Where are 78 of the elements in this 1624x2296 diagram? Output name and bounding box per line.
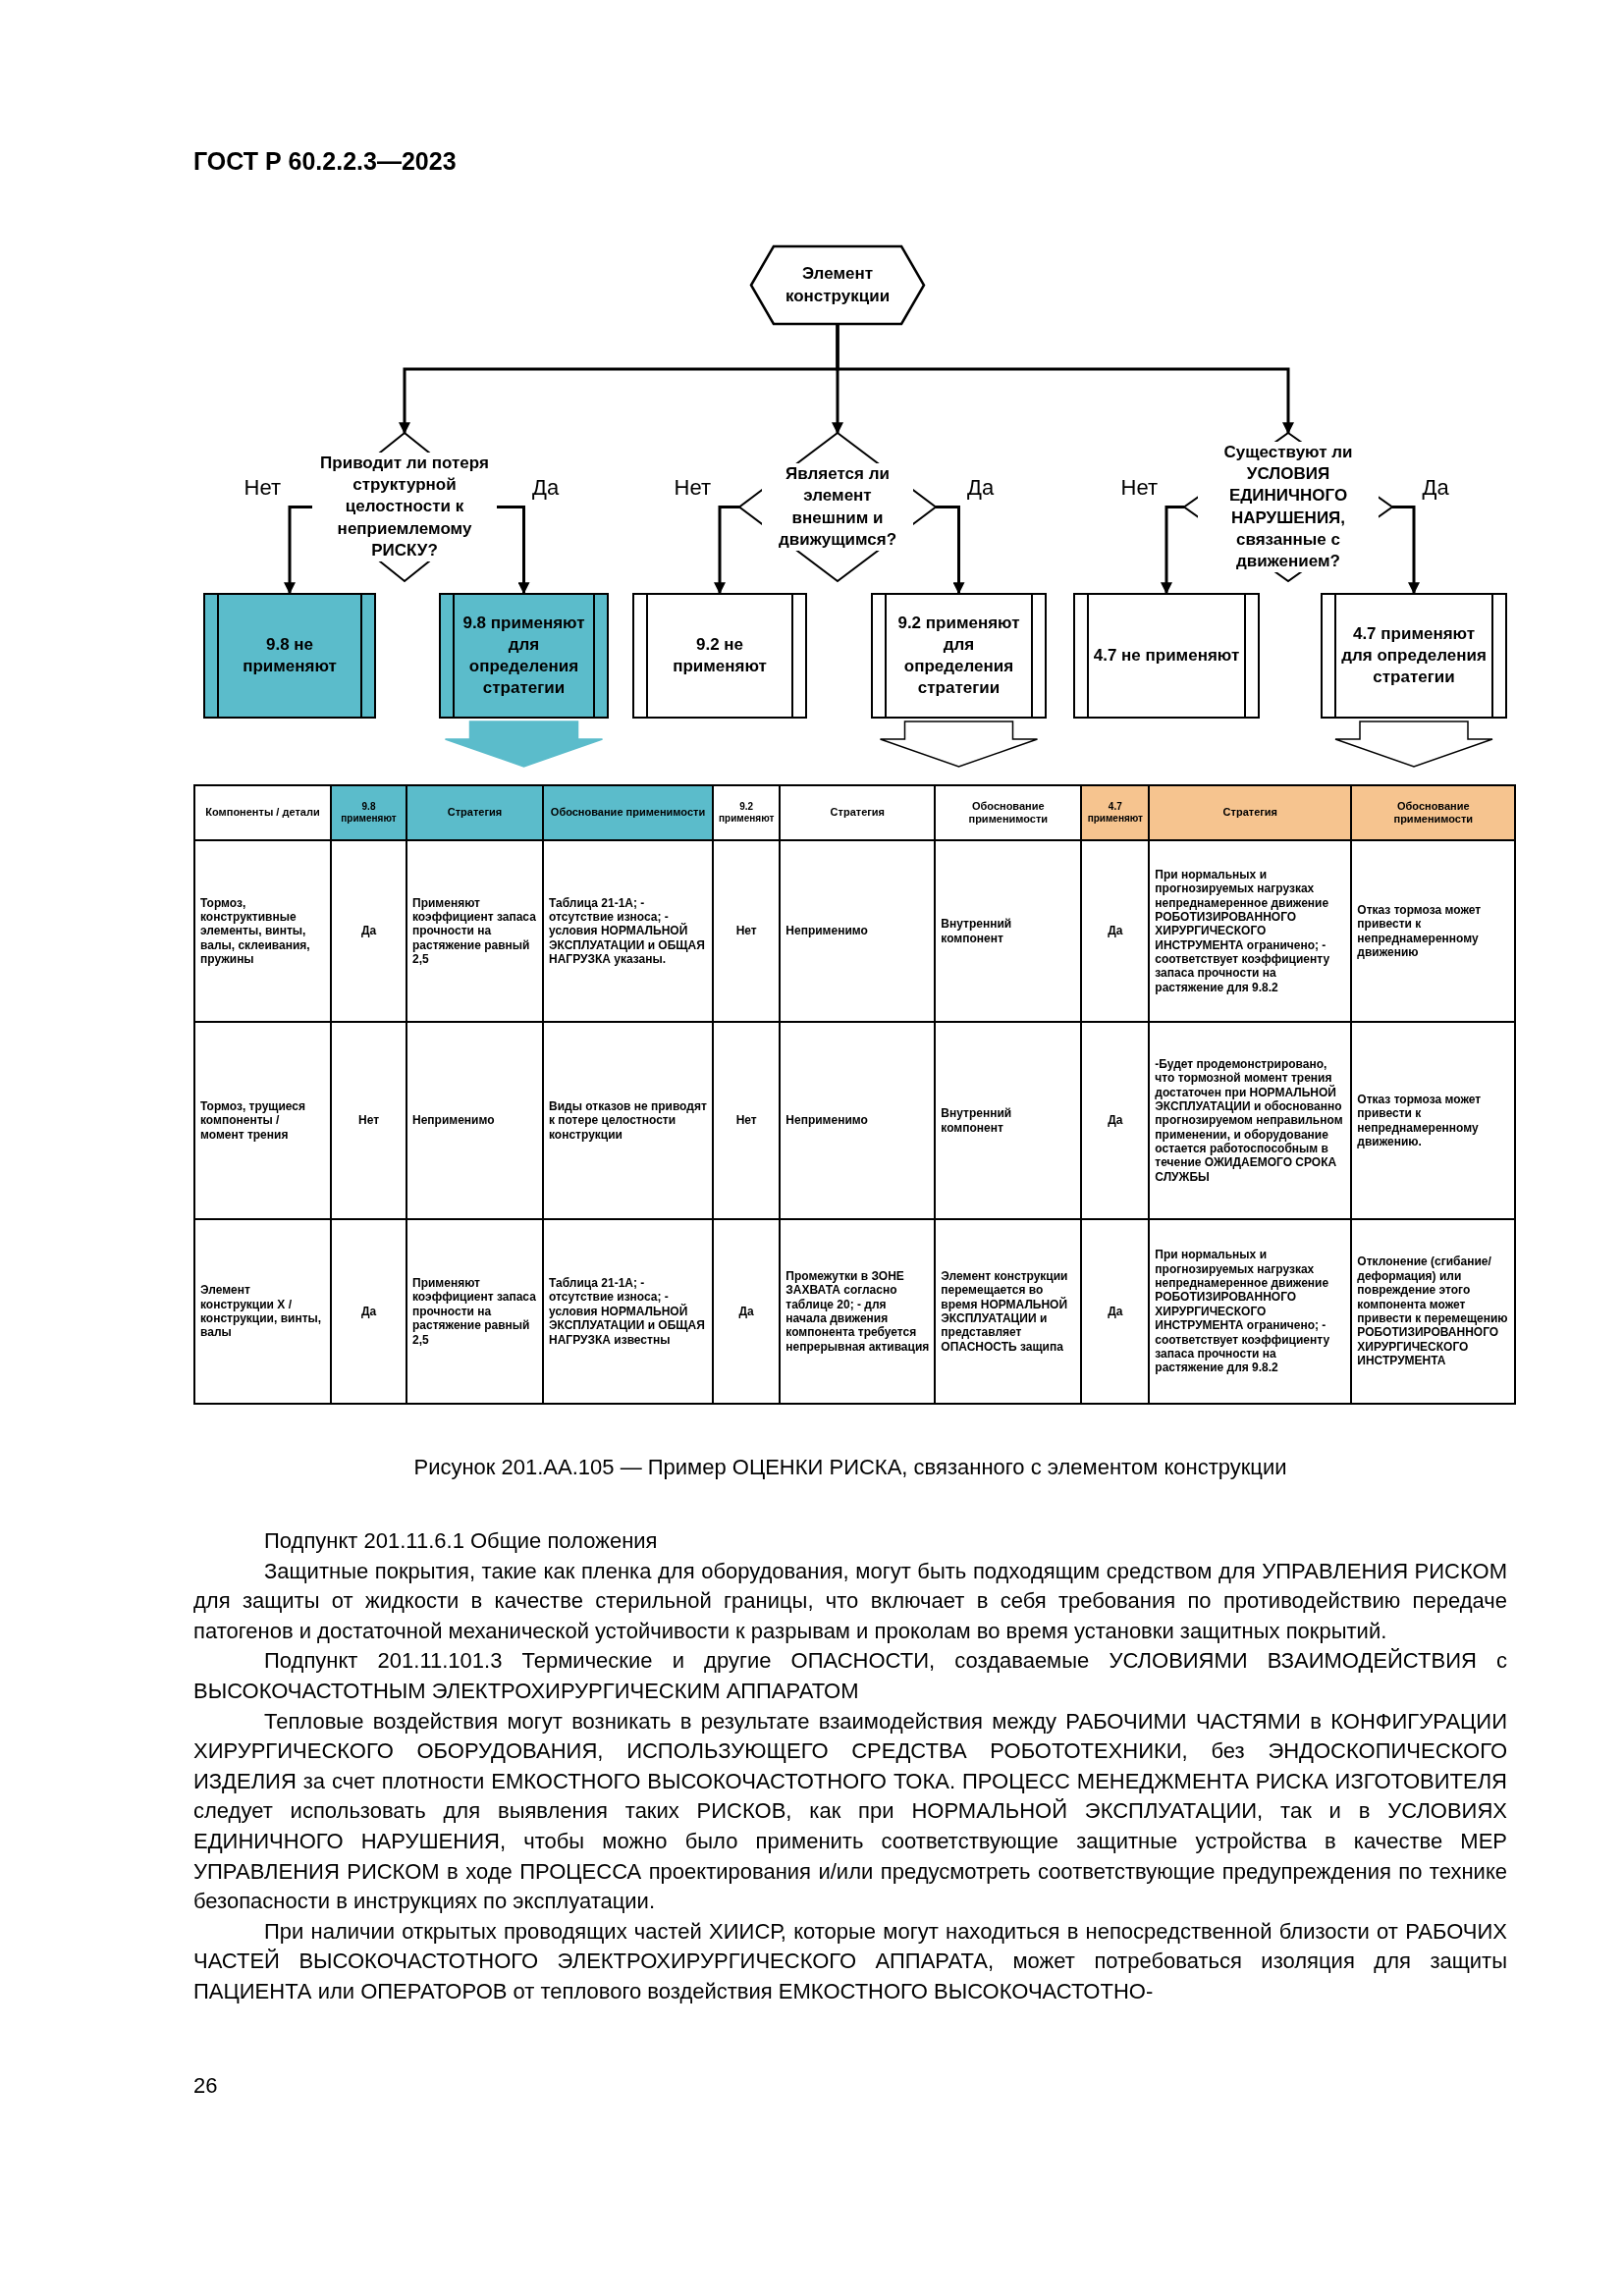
- block-arrow: [444, 721, 604, 768]
- box-text: 4.7 применяют для определения стратегии: [1340, 622, 1488, 689]
- column-header: 9.8 применяют: [331, 785, 406, 840]
- table-cell: Промежутки в ЗОНЕ ЗАХВАТА согласно таблице 20; - для начала движения компонента требуется непрерывная активация: [780, 1219, 936, 1404]
- table-cell: Да: [713, 1219, 781, 1404]
- table-cell: Внутренний компонент: [935, 1022, 1082, 1219]
- paragraph: Подпункт 201.11.101.3 Термические и другие ОПАСНОСТИ, создаваемые УСЛОВИЯМИ ВЗАИМОДЕЙСТВИЯ с ВЫСОКОЧАСТОТНЫМ ЭЛЕКТРОХИРУРГИЧЕСКИМ АППАРАТОМ: [193, 1647, 1507, 1705]
- table-cell: Тормоз, трущиеся компоненты / момент трения: [194, 1022, 331, 1219]
- paragraph: Подпункт 201.11.6.1 Общие положения: [263, 1527, 659, 1555]
- start-text: Элемент конструкции: [784, 263, 892, 307]
- column-header: 9.2 применяют: [713, 785, 781, 840]
- column-header: Стратегия: [780, 785, 936, 840]
- arrow: [284, 506, 312, 595]
- process-box: [871, 593, 1047, 719]
- arrow: [836, 325, 1294, 435]
- process-box: [1073, 593, 1260, 719]
- table-cell: Нет: [331, 1022, 406, 1219]
- process-box: [1321, 593, 1507, 719]
- table-cell: -Будет продемонстрировано, что тормозной момент трения достаточен при НОРМАЛЬНОЙ ЭКСПЛУАТАЦИИ и обоснованно прогнозируемом неправильном применении, и оборудование остается работоспособным в течение ОЖИДАЕМОГО СРОКА СЛУЖБЫ: [1149, 1022, 1352, 1219]
- table-cell: Применяют коэффициент запаса прочности на растяжение равный 2,5: [406, 840, 543, 1022]
- box-text: 9.2 применяют для определения стратегии: [896, 612, 1021, 700]
- process-box: [439, 593, 609, 719]
- question-text: Существуют ли УСЛОВИЯ ЕДИНИЧНОГО НАРУШЕНИЯ, связанные с движением?: [1198, 442, 1379, 572]
- running-header: ГОСТ Р 60.2.2.3—2023: [193, 147, 457, 176]
- table-cell: Да: [1081, 1022, 1150, 1219]
- process-box: [632, 593, 807, 719]
- paragraph: Защитные покрытия, такие как пленка для оборудования, могут быть подходящим средством для УПРАВЛЕНИЯ РИСКОМ для защиты от жидкости в качестве стерильной границы, что включает в себя требования по противодействию передаче патогенов и достаточной механической устойчивости к разрывам и проколам во время установки защитных покрытий.: [193, 1557, 1507, 1645]
- column-header: Компоненты / детали: [194, 785, 331, 840]
- table-cell: Элемент конструкции X / конструкции, винты, валы: [194, 1219, 331, 1404]
- table-cell: Неприменимо: [406, 1022, 543, 1219]
- page-number: 26: [193, 2073, 218, 2099]
- hexagon-start: [751, 245, 924, 325]
- block-arrow: [879, 721, 1039, 768]
- table-cell: Внутренний компонент: [935, 840, 1082, 1022]
- column-header: Обоснование применимости: [935, 785, 1082, 840]
- table-cell: Да: [1081, 1219, 1150, 1404]
- arrow: [1392, 506, 1420, 595]
- table-cell: Тормоз, конструктивные элементы, винты, валы, склеивания, пружины: [194, 840, 331, 1022]
- table-cell: Виды отказов не приводят к потере целостности конструкции: [543, 1022, 713, 1219]
- block-arrow: [1334, 721, 1493, 768]
- table-cell: Отказ тормоза может привести к непреднамеренному движению: [1351, 840, 1516, 1022]
- table-cell: Таблица 21-1А; - отсутствие износа; - условия НОРМАЛЬНОЙ ЭКСПЛУАТАЦИИ и ОБЩАЯ НАГРУЗКА указаны.: [543, 840, 713, 1022]
- figure-caption: Рисунок 201.АА.105 — Пример ОЦЕНКИ РИСКА, связанного с элементом конструкции: [412, 1455, 1288, 1480]
- table-cell: Да: [331, 1219, 406, 1404]
- process-box: [203, 593, 376, 719]
- decision-diamond: [312, 433, 497, 581]
- box-text: 9.2 не применяют: [672, 633, 768, 677]
- box-text: 9.8 применяют для определения стратегии: [461, 612, 586, 700]
- column-header: Обоснование применимости: [1351, 785, 1516, 840]
- column-header: Стратегия: [406, 785, 543, 840]
- table-cell: При нормальных и прогнозируемых нагрузках непреднамеренное движение РОБОТИЗИРОВАННОГО ХИРУРГИЧЕСКОГО ИНСТРУМЕНТА ограничено; - соответствует коэффициенту запаса прочности на растяжение для 9.8.2: [1149, 840, 1352, 1022]
- decision-diamond: [1184, 433, 1392, 581]
- column-header: Стратегия: [1149, 785, 1352, 840]
- box-text: 9.8 не применяют: [242, 633, 338, 677]
- table-cell: Неприменимо: [780, 840, 936, 1022]
- arrow: [497, 506, 530, 595]
- table-cell: Да: [331, 840, 406, 1022]
- arrow: [936, 506, 965, 595]
- table-cell: При нормальных и прогнозируемых нагрузках непреднамеренное движение РОБОТИЗИРОВАННОГО ХИРУРГИЧЕСКОГО ИНСТРУМЕНТА ограничено; - соответствует коэффициенту запаса прочности на растяжение для 9.8.2: [1149, 1219, 1352, 1404]
- table-cell: Нет: [713, 840, 781, 1022]
- table-cell: Таблица 21-1А; - отсутствие износа; - условия НОРМАЛЬНОЙ ЭКСПЛУАТАЦИИ и ОБЩАЯ НАГРУЗКА известны: [543, 1219, 713, 1404]
- arrow: [1161, 506, 1184, 595]
- decision-diamond: [739, 433, 936, 581]
- question-text: Приводит ли потеря структурной целостности к неприемлемому РИСКУ?: [312, 453, 497, 561]
- box-text: 4.7 не применяют: [1093, 644, 1240, 667]
- table-cell: Применяют коэффициент запаса прочности на растяжение равный 2,5: [406, 1219, 543, 1404]
- paragraph: Тепловые воздействия могут возникать в результате взаимодействия между РАБОЧИМИ ЧАСТЯМИ в КОНФИГУРАЦИИ ХИРУРГИЧЕСКОГО ОБОРУДОВАНИЯ, ИСПОЛЬЗУЮЩЕГО СРЕДСТВА РОБОТОТЕХНИКИ, без ЭНДОСКОПИЧЕСКОГО ИЗДЕЛИЯ за счет плотности ЕМКОСТНОГО ВЫСОКОЧАСТОТНОГО ТОКА. ПРОЦЕСС МЕНЕДЖМЕНТА РИСКА ИЗГОТОВИТЕЛЯ следует использовать для выявления таких РИСКОВ, как при НОРМАЛЬНОЙ ЭКСПЛУАТАЦИИ, так и в УСЛОВИЯХ ЕДИНИЧНОГО НАРУШЕНИЯ, чтобы можно было применить соответствующие защитные устройства в качестве МЕР УПРАВЛЕНИЯ РИСКОМ в ходе ПРОЦЕССА проектирования и/или предусмотреть соответствующие предупреждения по технике безопасности в инструкциях по эксплуатации.: [193, 1707, 1507, 1916]
- column-header: Обоснование применимости: [543, 785, 713, 840]
- question-text: Является ли элемент внешним и движущимся?: [762, 463, 913, 551]
- table-cell: Отказ тормоза может привести к непреднамеренному движению.: [1351, 1022, 1516, 1219]
- column-header: 4.7 применяют: [1081, 785, 1150, 840]
- table-cell: Да: [1081, 840, 1150, 1022]
- table-cell: Элемент конструкции перемещается во время НОРМАЛЬНОЙ ЭКСПЛУАТАЦИИ и представляет ОПАСНОСТЬ защипа: [935, 1219, 1082, 1404]
- arrow: [714, 506, 739, 595]
- table-cell: Нет: [713, 1022, 781, 1219]
- table-cell: Отклонение (сгибание/деформация) или повреждение этого компонента может привести к перемещению РОБОТИЗИРОВАННОГО ХИРУРГИЧЕСКОГО ИНСТРУМЕНТА: [1351, 1219, 1516, 1404]
- table-cell: Неприменимо: [780, 1022, 936, 1219]
- paragraph: При наличии открытых проводящих частей ХИИСР, которые могут находиться в непосредственной близости от РАБОЧИХ ЧАСТЕЙ ВЫСОКОЧАСТОТНОГО ЭЛЕКТРОХИРУРГИЧЕСКОГО АППАРАТА, может потребоваться изоляция для защиты ПАЦИЕНТА или ОПЕРАТОРОВ от теплового воздействия ЕМКОСТНОГО ВЫСОКОЧАСТОТНО-: [193, 1917, 1507, 2005]
